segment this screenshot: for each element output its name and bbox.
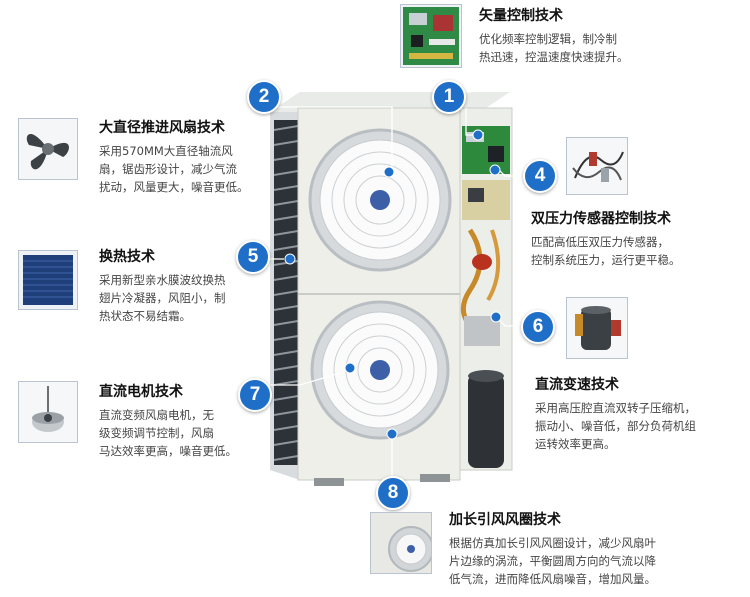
feature-extended-shroud: 加长引风风圈技术 根据仿真加长引风风圈设计，减少风扇叶 片边缘的涡流，平衡圆周方… bbox=[449, 510, 656, 588]
badge-6: 6 bbox=[521, 310, 555, 344]
desc-line: 振动小、噪音低，部分负荷机组 bbox=[535, 419, 696, 433]
condenser-icon bbox=[23, 255, 73, 305]
feature-description: 采用新型亲水膜波纹换热 翅片冷凝器，风阻小，制 热状态不易结霜。 bbox=[99, 271, 226, 325]
fan-shroud-thumbnail bbox=[370, 512, 432, 574]
desc-line: 根据仿真加长引风风圈设计，减少风扇叶 bbox=[449, 536, 656, 550]
feature-title: 直流变速技术 bbox=[535, 377, 619, 393]
desc-line: 控制系统压力，运行更平稳。 bbox=[531, 253, 681, 267]
feature-description: 采用570MM大直径轴流风 扇，锯齿形设计，减少气流 扰动，风量更大，噪音更低。 bbox=[99, 142, 249, 196]
feature-title: 大直径推进风扇技术 bbox=[99, 120, 225, 136]
desc-line: 马达效率更高，噪音更低。 bbox=[99, 444, 237, 458]
desc-line: 级变频调节控制，风扇 bbox=[99, 426, 214, 440]
feature-description: 采用高压腔直流双转子压缩机， 振动小、噪音低，部分负荷机组 运转效率更高。 bbox=[535, 399, 696, 453]
desc-line: 片边缘的涡流，平衡圆周方向的气流以降 bbox=[449, 554, 656, 568]
fan-blade-thumbnail bbox=[18, 118, 78, 180]
desc-line: 优化频率控制逻辑，制冷制 bbox=[479, 32, 617, 46]
desc-line: 直流变频风扇电机，无 bbox=[99, 408, 214, 422]
desc-line: 扇，锯齿形设计，减少气流 bbox=[99, 162, 237, 176]
hotspot-dots bbox=[284, 129, 502, 440]
feature-vector-control: 矢量控制技术 优化频率控制逻辑，制冷制 热迅速，控温速度快速提升。 bbox=[479, 6, 629, 66]
feature-title: 直流电机技术 bbox=[99, 384, 183, 400]
feature-title: 换热技术 bbox=[99, 249, 155, 265]
pressure-sensor-icon bbox=[572, 151, 624, 182]
circuit-board-icon bbox=[403, 7, 459, 65]
feature-title: 矢量控制技术 bbox=[479, 8, 563, 24]
fan-shroud-icon bbox=[371, 513, 431, 573]
feature-description: 直流变频风扇电机，无 级变频调节控制，风扇 马达效率更高，噪音更低。 bbox=[99, 406, 237, 460]
desc-line: 采用新型亲水膜波纹换热 bbox=[99, 273, 226, 287]
fan-blade-icon bbox=[26, 133, 69, 170]
condenser-fin-thumbnail bbox=[18, 250, 78, 310]
feature-description: 优化频率控制逻辑，制冷制 热迅速，控温速度快速提升。 bbox=[479, 30, 629, 66]
badge-2: 2 bbox=[247, 80, 281, 114]
badge-4: 4 bbox=[523, 159, 557, 193]
dc-motor-thumbnail bbox=[18, 381, 78, 443]
side-louvers bbox=[273, 120, 299, 465]
sensor-thumbnail bbox=[566, 137, 628, 195]
feature-dual-pressure-sensor: 双压力传感器控制技术 匹配高低压双压力传感器， 控制系统压力，运行更平稳。 bbox=[531, 209, 681, 269]
feature-description: 匹配高低压双压力传感器， 控制系统压力，运行更平稳。 bbox=[531, 233, 681, 269]
badge-8: 8 bbox=[376, 476, 410, 510]
pcb-board-thumbnail bbox=[400, 4, 462, 68]
feature-large-fan: 大直径推进风扇技术 采用570MM大直径轴流风 扇，锯齿形设计，减少气流 扰动，… bbox=[99, 118, 249, 196]
desc-line: 热状态不易结霜。 bbox=[99, 309, 191, 323]
badge-5: 5 bbox=[236, 240, 270, 274]
desc-line: 匹配高低压双压力传感器， bbox=[531, 235, 669, 249]
feature-heat-exchange: 换热技术 采用新型亲水膜波纹换热 翅片冷凝器，风阻小，制 热状态不易结霜。 bbox=[99, 247, 226, 325]
feature-title: 加长引风风圈技术 bbox=[449, 512, 561, 528]
desc-line: 翅片冷凝器，风阻小，制 bbox=[99, 291, 226, 305]
desc-line: 运转效率更高。 bbox=[535, 437, 616, 451]
badge-7: 7 bbox=[238, 378, 272, 412]
motor-icon bbox=[32, 386, 64, 432]
desc-line: 扰动，风量更大，噪音更低。 bbox=[99, 180, 249, 194]
badge-1: 1 bbox=[432, 80, 466, 114]
feature-dc-motor: 直流电机技术 直流变频风扇电机，无 级变频调节控制，风扇 马达效率更高，噪音更低… bbox=[99, 382, 237, 460]
feature-title: 双压力传感器控制技术 bbox=[531, 211, 671, 227]
unit-cutaway-internals bbox=[459, 107, 513, 471]
feature-description: 根据仿真加长引风风圈设计，减少风扇叶 片边缘的涡流，平衡圆周方向的气流以降 低气… bbox=[449, 534, 656, 588]
desc-line: 热迅速，控温速度快速提升。 bbox=[479, 50, 629, 64]
desc-line: 低气流，进而降低风扇噪音，增加风量。 bbox=[449, 572, 656, 586]
lower-fan-grille bbox=[310, 300, 450, 440]
compressor-icon bbox=[575, 306, 621, 350]
upper-fan-grille bbox=[308, 128, 452, 272]
desc-line: 采用570MM大直径轴流风 bbox=[99, 144, 233, 158]
compressor-thumbnail bbox=[566, 297, 628, 359]
desc-line: 采用高压腔直流双转子压缩机， bbox=[535, 401, 696, 415]
feature-dc-inverter: 直流变速技术 采用高压腔直流双转子压缩机， 振动小、噪音低，部分负荷机组 运转效… bbox=[535, 375, 696, 453]
